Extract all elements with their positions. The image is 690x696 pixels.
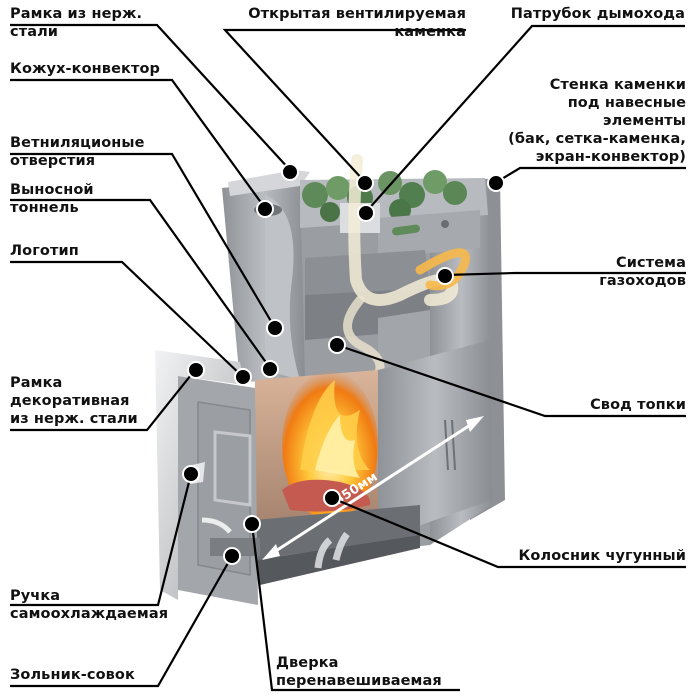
dot-ash-pan xyxy=(223,547,241,565)
dot-grate xyxy=(323,489,341,507)
label-line: Выносной xyxy=(10,182,94,198)
label-line: Дверка xyxy=(276,655,339,671)
cast-iron-grate xyxy=(255,505,420,560)
label-line: газоходов xyxy=(599,273,686,289)
ash-pan xyxy=(210,538,260,556)
label-line: каменка xyxy=(394,24,466,40)
label-line: под навесные xyxy=(567,95,686,111)
label-line: тоннель xyxy=(10,200,79,216)
dot-chimney-pipe xyxy=(357,204,375,222)
label-self-cooling-handle: Ручка самоохлаждаемая xyxy=(10,587,168,623)
dot-open-heater xyxy=(356,174,374,192)
label-line: из нерж. стали xyxy=(10,411,138,427)
label-line: Логотип xyxy=(10,243,79,259)
dot-flue-system xyxy=(436,267,454,285)
label-line: перенавешиваемая xyxy=(276,673,442,689)
dot-vent-holes xyxy=(266,319,284,337)
label-line: Рамка из нерж. xyxy=(10,6,143,22)
label-line: самоохлаждаемая xyxy=(10,606,169,622)
label-line: Патрубок дымохода xyxy=(510,6,685,22)
label-casing-convector: Кожух-конвектор xyxy=(10,60,160,78)
label-line: Система xyxy=(616,255,686,271)
label-remote-tunnel: Выносной тоннель xyxy=(10,181,94,217)
label-line: Колосник чугунный xyxy=(518,548,686,564)
label-line: декоративная xyxy=(10,393,130,409)
dot-logo xyxy=(234,368,252,386)
leader-lines xyxy=(10,23,686,692)
label-vent-holes: Ветниляционые отверстия xyxy=(10,134,145,170)
label-line: стали xyxy=(10,24,59,40)
label-reversible-door: Дверка перенавешиваемая xyxy=(276,654,442,690)
label-line: Стенка каменки xyxy=(549,77,686,93)
label-chimney-pipe: Патрубок дымохода xyxy=(511,5,685,23)
label-line: Открытая вентилируемая xyxy=(248,6,466,22)
label-logo: Логотип xyxy=(10,242,79,260)
stove-body xyxy=(155,154,505,605)
label-decor-frame: Рамка декоративная из нерж. стали xyxy=(10,374,138,428)
label-flue-system: Система газоходов xyxy=(599,254,686,290)
dot-casing-convector xyxy=(256,200,274,218)
dot-frame-steel xyxy=(281,163,299,181)
label-firebox-vault: Свод топки xyxy=(590,396,686,414)
label-line: Ветниляционые xyxy=(10,135,145,151)
decorative-frame xyxy=(155,350,245,600)
label-cast-iron-grate: Колосник чугунный xyxy=(518,547,686,565)
dot-decor-frame xyxy=(187,361,205,379)
label-heater-wall: Стенка каменки под навесные элементы (ба… xyxy=(508,76,686,166)
label-line: экран-конвектор) xyxy=(535,149,686,165)
label-line: отверстия xyxy=(10,153,96,169)
label-frame-steel: Рамка из нерж. стали xyxy=(10,5,142,41)
dot-door xyxy=(243,515,261,533)
label-line: Зольник-совок xyxy=(10,667,135,683)
label-line: Ручка xyxy=(10,588,61,604)
dot-heater-wall xyxy=(487,174,505,192)
label-line: Свод топки xyxy=(590,397,686,413)
label-ash-pan: Зольник-совок xyxy=(10,666,135,684)
label-line: Рамка xyxy=(10,375,63,391)
dot-remote-tunnel xyxy=(261,360,279,378)
label-line: элементы xyxy=(602,113,686,129)
label-line: (бак, сетка-каменка, xyxy=(508,131,686,147)
label-open-heater: Открытая вентилируемая каменка xyxy=(248,5,466,41)
dot-firebox-vault xyxy=(328,336,346,354)
label-line: Кожух-конвектор xyxy=(10,61,160,77)
callout-dots xyxy=(182,163,505,565)
dot-handle xyxy=(182,465,200,483)
